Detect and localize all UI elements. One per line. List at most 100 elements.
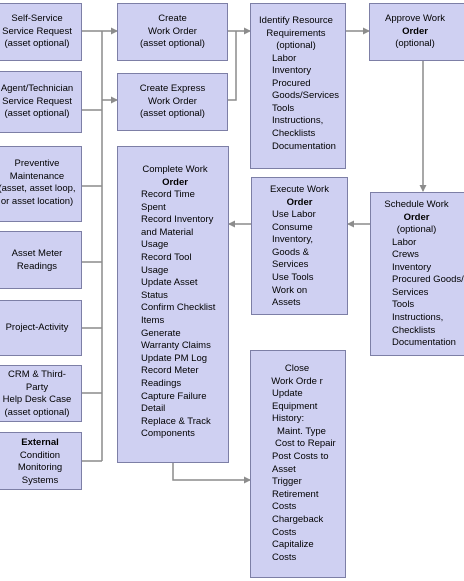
list-item: Update Asset xyxy=(141,277,198,289)
list-item: Trigger xyxy=(272,476,302,488)
box-line: Create Express xyxy=(139,83,206,94)
list-item: Usage xyxy=(141,239,169,251)
complete-work-order-box[interactable]: Complete Work Order Record Time Spent Re… xyxy=(117,146,229,463)
list-item: Generate xyxy=(141,327,181,339)
list-item: Usage xyxy=(141,264,169,276)
list-item: Detail xyxy=(141,403,166,415)
list-item: Procured Goods/ xyxy=(392,274,464,286)
box-line: Work Orde r xyxy=(271,375,323,387)
box-bold-line: Order xyxy=(286,196,313,208)
list-item: Confirm Checklist xyxy=(141,302,216,314)
agent-technician-request-box[interactable]: Agent/Technician Service Request (asset … xyxy=(0,71,82,133)
list-item: Readings xyxy=(141,377,182,389)
box-line: (asset, asset loop, xyxy=(0,183,76,194)
project-activity-box[interactable]: Project-Activity xyxy=(0,300,82,356)
list-item: and Material xyxy=(141,226,194,238)
box-bold-line: Order xyxy=(403,211,430,223)
list-item: Use Labor xyxy=(272,209,316,220)
create-work-order-box[interactable]: Create Work Order (asset optional) xyxy=(117,3,228,61)
preventive-maintenance-box[interactable]: Preventive Maintenance (asset, asset loo… xyxy=(0,146,82,222)
box-line: Preventive xyxy=(14,158,60,169)
list-item: Costs xyxy=(272,551,297,563)
box-line: Schedule Work xyxy=(384,199,449,210)
list-item: Items xyxy=(141,314,165,326)
box-line: Requirements xyxy=(266,27,326,39)
box-line: Readings xyxy=(16,260,58,272)
box-line: (asset optional) xyxy=(140,108,205,119)
list-item: Tools xyxy=(272,102,295,114)
list-item: Tools xyxy=(392,299,415,311)
arrow-complete-close xyxy=(172,463,251,484)
close-list: Update Equipment History: Maint. Type Co… xyxy=(251,388,345,564)
box-line: Complete Work xyxy=(142,164,208,175)
crm-help-desk-box[interactable]: CRM & Third- Party Help Desk Case (asset… xyxy=(0,365,82,422)
list-item: Use Tools xyxy=(272,271,314,283)
list-item: Chargeback xyxy=(272,513,324,525)
list-item: Procured xyxy=(272,77,311,89)
box-line: Service Request xyxy=(2,95,72,107)
list-item: Equipment xyxy=(272,400,318,412)
box-line: (asset optional) xyxy=(4,108,70,119)
box-line: Agent/Technician xyxy=(0,83,74,94)
list-item: Asset xyxy=(272,463,296,475)
execute-list: Use Labor Consume Inventory, Goods & Ser… xyxy=(252,209,347,310)
create-express-work-order-box[interactable]: Create Express Work Order (asset optiona… xyxy=(117,73,228,131)
box-bold-line: External xyxy=(21,437,59,448)
box-heading: Close Work Orde r xyxy=(251,363,345,388)
box-line: Close xyxy=(284,363,310,374)
list-item: Labor xyxy=(392,236,417,248)
box-line: (asset optional) xyxy=(4,38,70,49)
box-bold-line: Order xyxy=(402,25,428,37)
list-item: Post Costs to xyxy=(272,450,329,462)
box-line: (optional) xyxy=(276,40,316,51)
list-item: Warranty Claims xyxy=(141,340,211,352)
self-service-request-box[interactable]: Self-Service Service Request (asset opti… xyxy=(0,3,82,61)
list-item: Cost to Repair xyxy=(275,438,336,450)
list-item: Work on xyxy=(272,284,308,296)
box-line: (asset optional) xyxy=(140,38,205,49)
box-heading: Complete Work Order xyxy=(118,164,228,189)
list-item: Status xyxy=(141,289,168,301)
box-line: CRM & Third- xyxy=(8,369,66,380)
box-line: Asset Meter xyxy=(11,248,63,259)
box-heading: Schedule Work Order (optional) xyxy=(371,199,464,237)
box-line: Identify Resource xyxy=(259,15,333,26)
list-item: Capture Failure xyxy=(141,390,207,402)
list-item: Checklists xyxy=(272,128,316,140)
complete-list: Record Time Spent Record Inventory and M… xyxy=(118,189,228,441)
identify-resource-requirements-box[interactable]: Identify Resource Requirements (optional… xyxy=(250,3,346,169)
box-line: Condition xyxy=(19,449,61,461)
schedule-list: Labor Crews Inventory Procured Goods/ Se… xyxy=(371,237,464,350)
execute-work-order-box[interactable]: Execute Work Order Use Labor Consume Inv… xyxy=(251,177,348,315)
box-line: (optional) xyxy=(395,38,435,49)
box-line: Self-Service xyxy=(11,13,63,24)
list-item: Costs xyxy=(272,526,297,538)
list-item: Record Tool xyxy=(141,251,192,263)
list-item: Maint. Type xyxy=(277,425,326,437)
box-line: Project-Activity xyxy=(5,322,69,333)
asset-meter-readings-box[interactable]: Asset Meter Readings xyxy=(0,231,82,289)
close-work-order-box[interactable]: Close Work Orde r Update Equipment Histo… xyxy=(250,350,346,578)
list-item: Labor xyxy=(272,52,297,64)
box-heading: Execute Work Order xyxy=(252,184,347,209)
list-item: Inventory xyxy=(272,65,312,77)
list-item: Documentation xyxy=(272,140,336,152)
list-item: Assets xyxy=(272,297,301,309)
list-item: Record Meter xyxy=(141,365,199,377)
box-line: Systems xyxy=(21,474,59,486)
list-item: Documentation xyxy=(392,337,456,349)
list-item: Instructions, xyxy=(272,115,324,127)
list-item: Services xyxy=(272,259,309,271)
approve-work-order-box[interactable]: Approve Work Order (optional) xyxy=(369,3,464,61)
list-item: Replace & Track xyxy=(141,415,211,427)
box-line: Help Desk Case xyxy=(2,394,72,405)
list-item: History: xyxy=(272,413,305,425)
external-condition-monitoring-box[interactable]: External Condition Monitoring Systems xyxy=(0,432,82,490)
box-line: Work Order xyxy=(148,95,197,107)
list-item: Update xyxy=(272,388,303,399)
list-item: Inventory xyxy=(392,261,432,273)
schedule-work-order-box[interactable]: Schedule Work Order (optional) Labor Cre… xyxy=(370,192,464,356)
list-item: Costs xyxy=(272,501,297,513)
box-line: Party xyxy=(25,381,49,393)
